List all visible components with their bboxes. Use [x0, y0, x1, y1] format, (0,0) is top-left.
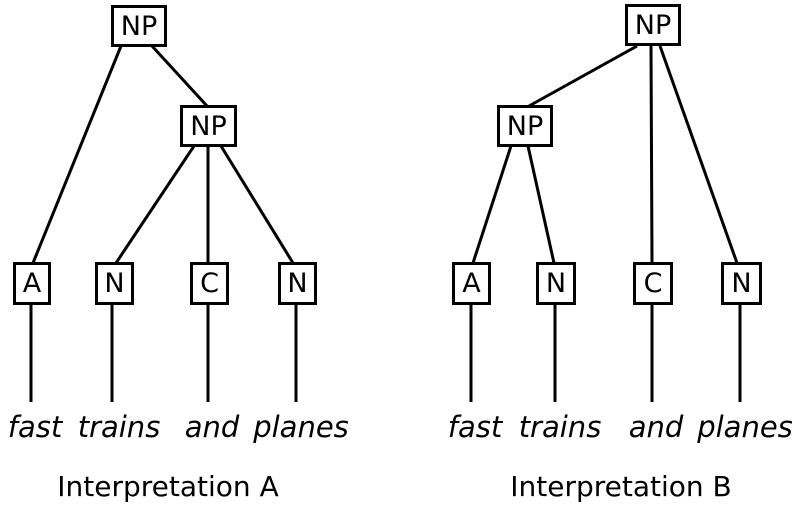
tree-a-leaf-n2-node: N — [278, 262, 317, 305]
tree-a-word-planes: planes — [253, 410, 349, 444]
tree-a-caption: Interpretation A — [57, 470, 279, 503]
tree-a-word-trains: trains — [77, 410, 161, 444]
tree-b-word-and: and — [628, 410, 684, 444]
tree-b-leaf-n2-node: N — [721, 262, 762, 305]
edge-a-root-to-leaf-a — [31, 45, 123, 264]
tree-b-word-trains: trains — [518, 410, 602, 444]
edge-b-sub-to-leaf-a — [471, 145, 513, 264]
edge-b-root-to-leaf-n2 — [658, 45, 739, 264]
edge-b-sub-to-leaf-n1 — [526, 145, 556, 264]
tree-b-leaf-a-node: A — [452, 262, 491, 305]
tree-b-leaf-c-node: C — [633, 262, 673, 305]
edge-b-root-to-sub-np — [528, 44, 638, 108]
edge-a-root-to-sub-np — [150, 44, 209, 108]
tree-b-root-np-node: NP — [625, 4, 681, 46]
tree-a-leaf-c-node: C — [190, 262, 229, 305]
tree-a-root-np-node: NP — [111, 5, 167, 47]
tree-b-word-fast: fast — [447, 410, 503, 444]
tree-a-word-and: and — [184, 410, 240, 444]
tree-a-leaf-n1-node: N — [95, 262, 134, 305]
tree-a-word-fast: fast — [7, 410, 63, 444]
edge-a-sub-to-leaf-n2 — [219, 145, 295, 264]
tree-b-caption: Interpretation B — [510, 470, 732, 503]
tree-b-sub-np-node: NP — [497, 105, 553, 147]
tree-b-leaf-n1-node: N — [536, 262, 576, 305]
tree-a-leaf-a-node: A — [13, 262, 51, 305]
tree-a-sub-np-node: NP — [180, 105, 237, 147]
edge-b-root-to-leaf-c — [649, 45, 654, 264]
edge-a-sub-to-leaf-n1 — [114, 145, 196, 264]
tree-b-word-planes: planes — [697, 410, 793, 444]
